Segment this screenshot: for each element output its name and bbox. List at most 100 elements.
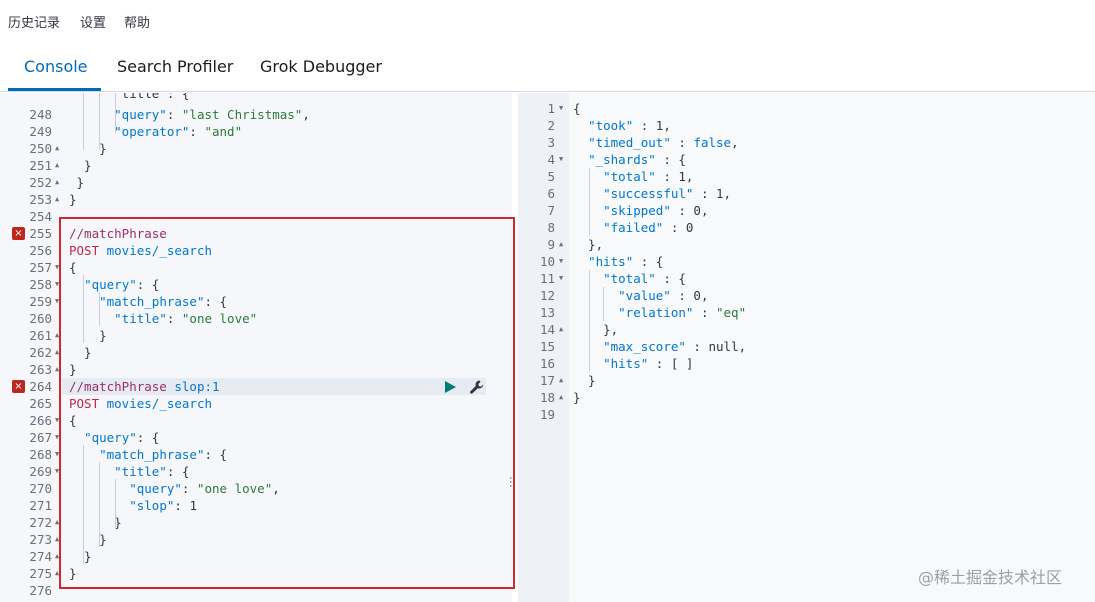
fold-expanded-icon[interactable]: ▼ bbox=[55, 280, 60, 288]
code-text: "total" : { bbox=[603, 271, 686, 286]
code-text: "timed_out" : false, bbox=[588, 135, 739, 150]
code-line: 271 "slop": 1 bbox=[0, 497, 512, 514]
fold-collapse-icon[interactable]: ▲ bbox=[559, 393, 564, 401]
code-text: //matchPhrase slop:1 bbox=[69, 379, 220, 394]
fold-expanded-icon[interactable]: ▼ bbox=[55, 297, 60, 305]
code-line: 15 "max_score" : null, bbox=[518, 338, 1095, 355]
code-text: } bbox=[573, 373, 596, 388]
code-line: 268▼ "match_phrase": { bbox=[0, 446, 512, 463]
code-line: 249 "operator": "and" bbox=[0, 123, 512, 140]
fold-collapse-icon[interactable]: ▲ bbox=[55, 552, 60, 560]
code-line: 12 "value" : 0, bbox=[518, 287, 1095, 304]
code-line: 254 bbox=[0, 208, 512, 225]
top-menu-bar: 历史记录 设置 帮助 bbox=[0, 0, 1095, 40]
indent-guide bbox=[115, 93, 116, 133]
indent-guide bbox=[99, 292, 100, 326]
code-text: POST movies/_search bbox=[69, 396, 212, 411]
line-number: 16 bbox=[539, 356, 555, 371]
code-line: 253▲} bbox=[0, 191, 512, 208]
fold-expanded-icon[interactable]: ▼ bbox=[55, 450, 60, 458]
line-number: 265 bbox=[29, 396, 52, 411]
line-number: 273 bbox=[29, 532, 52, 547]
fold-collapse-icon[interactable]: ▲ bbox=[559, 240, 564, 248]
code-line: 266▼{ bbox=[0, 412, 512, 429]
indent-guide bbox=[99, 93, 100, 150]
indent-guide bbox=[589, 270, 590, 372]
tab-console[interactable]: Console bbox=[24, 57, 88, 76]
play-icon[interactable] bbox=[443, 380, 457, 394]
fold-collapse-icon[interactable]: ▲ bbox=[55, 178, 60, 186]
fold-expanded-icon[interactable]: ▼ bbox=[559, 155, 564, 163]
menu-help[interactable]: 帮助 bbox=[124, 16, 151, 31]
code-line: 13 "relation" : "eq" bbox=[518, 304, 1095, 321]
fold-collapse-icon[interactable]: ▲ bbox=[55, 161, 60, 169]
fold-expanded-icon[interactable]: ▼ bbox=[55, 263, 60, 271]
code-line: 267▼ "query": { bbox=[0, 429, 512, 446]
fold-collapse-icon[interactable]: ▲ bbox=[55, 535, 60, 543]
indent-guide bbox=[603, 287, 604, 321]
indent-guide bbox=[589, 168, 590, 236]
tab-grok-debugger[interactable]: Grok Debugger bbox=[260, 57, 382, 76]
line-number: 4 bbox=[547, 152, 555, 167]
tab-search-profiler[interactable]: Search Profiler bbox=[117, 57, 234, 76]
line-number: 260 bbox=[29, 311, 52, 326]
fold-collapse-icon[interactable]: ▲ bbox=[55, 144, 60, 152]
code-line: 276 bbox=[0, 582, 512, 599]
line-number: 19 bbox=[539, 407, 555, 422]
fold-expanded-icon[interactable]: ▼ bbox=[559, 257, 564, 265]
fold-collapse-icon[interactable]: ▲ bbox=[55, 331, 60, 339]
code-text: } bbox=[69, 345, 92, 360]
code-text: "took" : 1, bbox=[588, 118, 671, 133]
code-text: "title": { bbox=[114, 464, 190, 479]
pane-splitter[interactable] bbox=[512, 93, 518, 602]
line-number: 253 bbox=[29, 192, 52, 207]
wrench-icon[interactable] bbox=[469, 379, 485, 395]
code-text: { bbox=[69, 413, 77, 428]
line-number: 8 bbox=[547, 220, 555, 235]
fold-expanded-icon[interactable]: ▼ bbox=[55, 433, 60, 441]
fold-expanded-icon[interactable]: ▼ bbox=[55, 467, 60, 475]
code-text: "hits" : [ ] bbox=[603, 356, 694, 371]
active-line-highlight bbox=[62, 378, 486, 395]
fold-collapse-icon[interactable]: ▲ bbox=[55, 518, 60, 526]
line-number: 9 bbox=[547, 237, 555, 252]
code-text: "total" : 1, bbox=[603, 169, 694, 184]
code-line: 261▲ } bbox=[0, 327, 512, 344]
code-text: "match_phrase": { bbox=[99, 447, 228, 462]
request-editor[interactable]: "title": {248 "query": "last Christmas",… bbox=[0, 93, 512, 602]
error-icon[interactable]: × bbox=[12, 380, 25, 393]
line-number: 262 bbox=[29, 345, 52, 360]
menu-settings[interactable]: 设置 bbox=[80, 16, 107, 31]
code-line: 250▲ } bbox=[0, 140, 512, 157]
line-number: 272 bbox=[29, 515, 52, 530]
code-text: "slop": 1 bbox=[129, 498, 197, 513]
code-line: 262▲ } bbox=[0, 344, 512, 361]
fold-collapse-icon[interactable]: ▲ bbox=[55, 569, 60, 577]
fold-collapse-icon[interactable]: ▲ bbox=[559, 325, 564, 333]
line-number: 6 bbox=[547, 186, 555, 201]
fold-expanded-icon[interactable]: ▼ bbox=[559, 274, 564, 282]
indent-guide bbox=[115, 479, 116, 530]
response-editor[interactable]: 1▼{2 "took" : 1,3 "timed_out" : false,4▼… bbox=[518, 93, 1095, 602]
code-text: "title": { bbox=[69, 93, 190, 101]
line-number: 251 bbox=[29, 158, 52, 173]
error-icon[interactable]: × bbox=[12, 227, 25, 240]
code-line: 260 "title": "one love" bbox=[0, 310, 512, 327]
fold-collapse-icon[interactable]: ▲ bbox=[55, 348, 60, 356]
code-text: "query": { bbox=[84, 277, 160, 292]
line-number: 270 bbox=[29, 481, 52, 496]
code-text: "query": "last Christmas", bbox=[114, 107, 310, 122]
code-line: 269▼ "title": { bbox=[0, 463, 512, 480]
fold-collapse-icon[interactable]: ▲ bbox=[55, 195, 60, 203]
menu-history[interactable]: 历史记录 bbox=[8, 16, 61, 31]
dev-tools-tabs: Console Search Profiler Grok Debugger bbox=[0, 40, 1095, 92]
splitter-handle-icon[interactable]: ··· bbox=[509, 472, 513, 492]
fold-collapse-icon[interactable]: ▲ bbox=[55, 365, 60, 373]
line-number: 14 bbox=[539, 322, 555, 337]
line-number: 252 bbox=[29, 175, 52, 190]
fold-collapse-icon[interactable]: ▲ bbox=[559, 376, 564, 384]
fold-expanded-icon[interactable]: ▼ bbox=[559, 104, 564, 112]
fold-expanded-icon[interactable]: ▼ bbox=[55, 416, 60, 424]
code-line: 258▼ "query": { bbox=[0, 276, 512, 293]
code-text: } bbox=[573, 390, 581, 405]
